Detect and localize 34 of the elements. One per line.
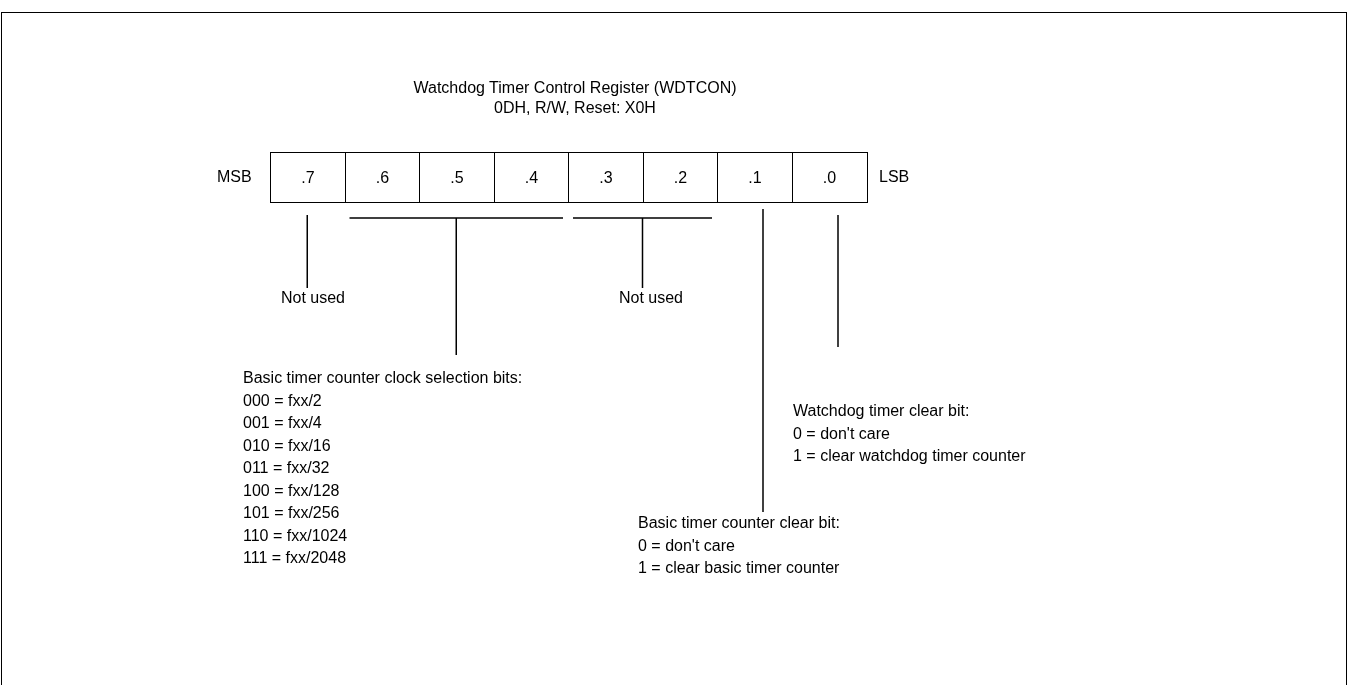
bit-value-note: 1 = clear watchdog timer counter xyxy=(793,446,1026,466)
bracket-leader-line xyxy=(348,217,564,356)
bracket-leader-line xyxy=(572,217,713,289)
leader-line xyxy=(306,214,308,289)
leader-line xyxy=(762,208,764,513)
register-bit-cell: .6 xyxy=(344,152,421,203)
bit-value-note: 110 = fxx/1024 xyxy=(243,525,348,546)
bit-value-note: 011 = fxx/32 xyxy=(243,458,330,478)
bit-value-note: 010 = fxx/16 xyxy=(243,435,331,456)
register-bit-cell: .1 xyxy=(717,152,793,203)
register-title: Watchdog Timer Control Register (WDTCON) xyxy=(412,78,738,98)
leader-line xyxy=(837,214,839,348)
bit-value-note: 001 = fxx/4 xyxy=(243,413,322,433)
bit-value-note: 100 = fxx/128 xyxy=(243,480,340,501)
bit-value-note: 111 = fxx/2048 xyxy=(243,548,347,568)
bit-description-heading: Basic timer counter clock selection bits: xyxy=(243,368,523,388)
field-note: Not used xyxy=(263,288,363,308)
field-note: Not used xyxy=(601,288,701,308)
bit-value-note: 0 = don't care xyxy=(638,535,735,556)
bit-value-note: 000 = fxx/2 xyxy=(243,390,322,411)
register-subtitle: 0DH, R/W, Reset: X0H xyxy=(493,98,657,118)
register-bit-cell: .0 xyxy=(791,152,868,203)
bit-value-note: 1 = clear basic timer counter xyxy=(638,558,840,578)
bit-description-heading: Basic timer counter clear bit: xyxy=(638,513,840,533)
register-bit-cell: .4 xyxy=(493,152,570,203)
bit-value-note: 101 = fxx/256 xyxy=(243,503,340,523)
bit-description-heading: Watchdog timer clear bit: xyxy=(793,401,970,421)
register-bit-cell: .3 xyxy=(568,152,644,203)
register-bit-cell: .7 xyxy=(270,152,346,203)
bit-value-note: 0 = don't care xyxy=(793,423,890,444)
register-bit-cell: .2 xyxy=(642,152,719,203)
register-bit-cell: .5 xyxy=(419,152,495,203)
bit-order-label: MSB xyxy=(217,167,252,187)
bit-order-label: LSB xyxy=(879,167,910,187)
